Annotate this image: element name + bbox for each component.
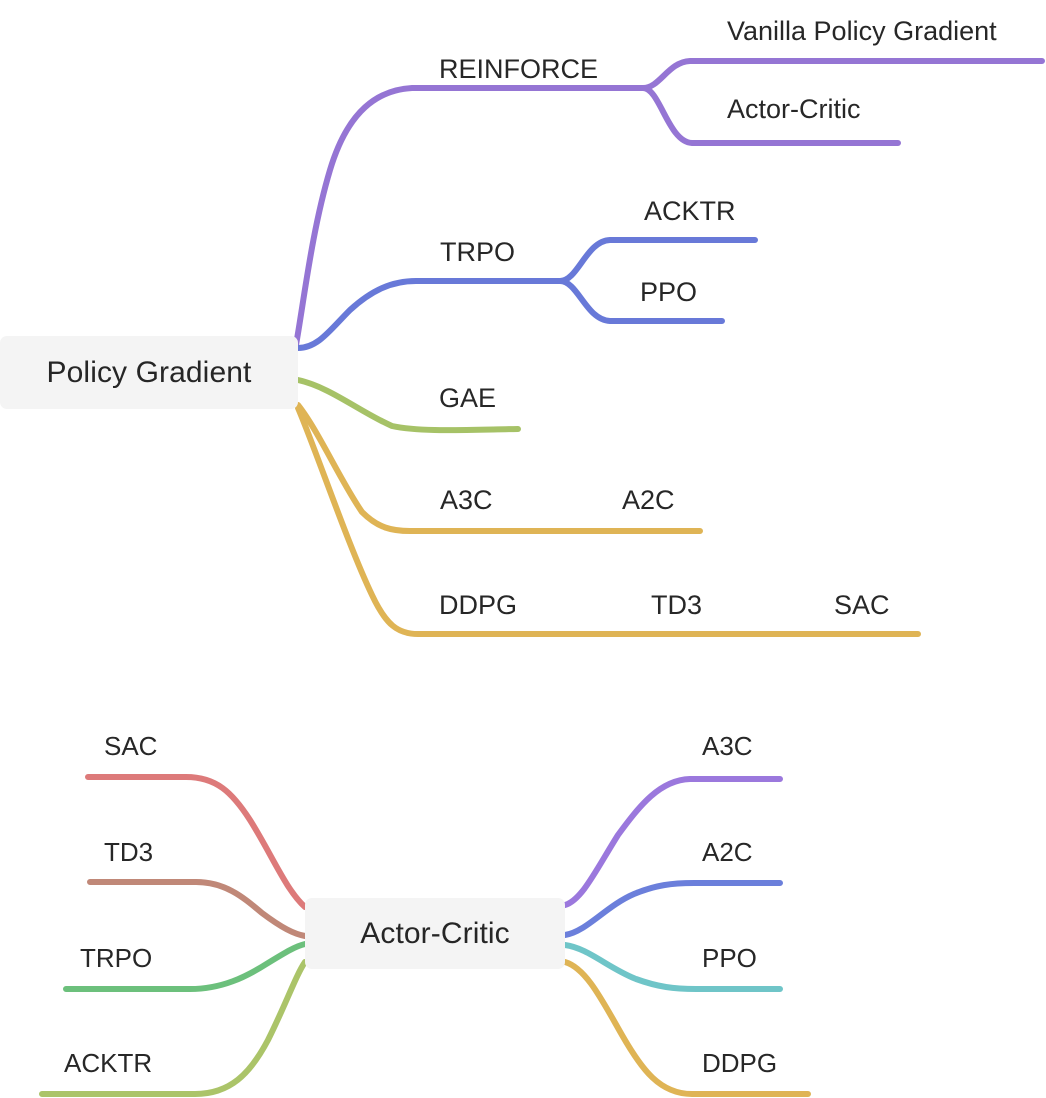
- node-label-ppo-bottom[interactable]: PPO: [702, 943, 757, 973]
- edge-ddpg-td3-sac: [295, 405, 921, 637]
- node-label-reinforce[interactable]: REINFORCE: [439, 54, 599, 84]
- node-label-acktr-bottom[interactable]: ACKTR: [64, 1048, 153, 1078]
- node-label-acktr-top[interactable]: ACKTR: [644, 196, 736, 226]
- edge-a3c-bottom: [562, 776, 783, 908]
- edge-acktr-bottom: [39, 959, 308, 1097]
- edge-reinforce: [293, 85, 646, 348]
- edge-actor-critic-top: [640, 85, 901, 146]
- edge-acktr-top: [557, 237, 758, 284]
- node-label-gae[interactable]: GAE: [439, 383, 497, 413]
- edge-ddpg-bottom: [562, 959, 811, 1097]
- node-label-trpo-top[interactable]: TRPO: [440, 237, 516, 267]
- edge-gae: [295, 377, 521, 434]
- node-label-actor-critic-top[interactable]: Actor-Critic: [727, 94, 861, 124]
- root-node-actor-critic[interactable]: Actor-Critic: [305, 898, 565, 969]
- edge-ppo-top: [557, 278, 725, 324]
- node-label-ddpg-bottom[interactable]: DDPG: [702, 1048, 778, 1078]
- edge-trpo-bottom: [63, 941, 308, 992]
- node-label-trpo-bottom[interactable]: TRPO: [80, 943, 153, 973]
- edge-td3-bottom: [87, 879, 308, 939]
- edge-a2c-bottom: [562, 880, 783, 938]
- root-node-policy-gradient-label: Policy Gradient: [46, 355, 252, 389]
- node-label-ppo-top[interactable]: PPO: [640, 277, 698, 307]
- node-label-td3-top[interactable]: TD3: [651, 590, 703, 620]
- edge-sac-bottom: [85, 774, 308, 910]
- edge-ppo-bottom: [562, 942, 783, 992]
- node-label-a2c-bottom[interactable]: A2C: [702, 837, 753, 867]
- edge-vanilla-policy-gradient: [640, 58, 1045, 91]
- root-node-actor-critic-label: Actor-Critic: [360, 916, 510, 950]
- edge-a3c-a2c: [295, 402, 703, 534]
- node-label-sac-bottom[interactable]: SAC: [104, 731, 158, 761]
- node-label-a3c-top[interactable]: A3C: [440, 485, 493, 515]
- node-label-vanilla-policy-gradient[interactable]: Vanilla Policy Gradient: [727, 16, 997, 46]
- node-label-td3-bottom[interactable]: TD3: [104, 837, 154, 867]
- node-label-ddpg-top[interactable]: DDPG: [439, 590, 518, 620]
- node-label-sac-top[interactable]: SAC: [834, 590, 890, 620]
- node-label-a3c-bottom[interactable]: A3C: [702, 731, 753, 761]
- root-node-policy-gradient[interactable]: Policy Gradient: [0, 336, 298, 409]
- node-label-a2c-top[interactable]: A2C: [622, 485, 675, 515]
- edge-trpo: [295, 278, 563, 351]
